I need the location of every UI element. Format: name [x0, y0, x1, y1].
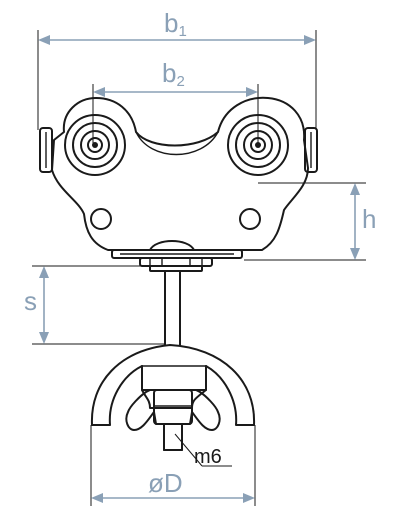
- dimension-h: [244, 182, 366, 261]
- dimension-b1: [37, 30, 317, 130]
- dimension-diameter-d: [90, 425, 256, 506]
- suspension-stem: [164, 270, 181, 346]
- clamp-assembly: [90, 344, 256, 451]
- b2-label-sub: 2: [176, 73, 184, 90]
- b1-label-main: b: [164, 8, 178, 38]
- s-label: s: [24, 286, 37, 316]
- b2-label: b2: [162, 58, 185, 90]
- left-body-hole: [90, 208, 112, 230]
- trolley-body: [39, 96, 318, 251]
- dimension-s: [32, 265, 165, 345]
- mounting-plate: [111, 240, 243, 272]
- right-body-hole: [239, 208, 261, 230]
- b2-label-main: b: [162, 58, 176, 88]
- b1-label-sub: 1: [178, 23, 186, 40]
- b1-label: b1: [164, 8, 187, 40]
- left-wheel: [64, 114, 126, 176]
- dimension-b2: [92, 84, 259, 145]
- m6-label: m6: [194, 446, 222, 468]
- diameter-d-label: øD: [148, 468, 183, 498]
- m6-leader: [174, 433, 232, 467]
- h-label: h: [362, 204, 376, 234]
